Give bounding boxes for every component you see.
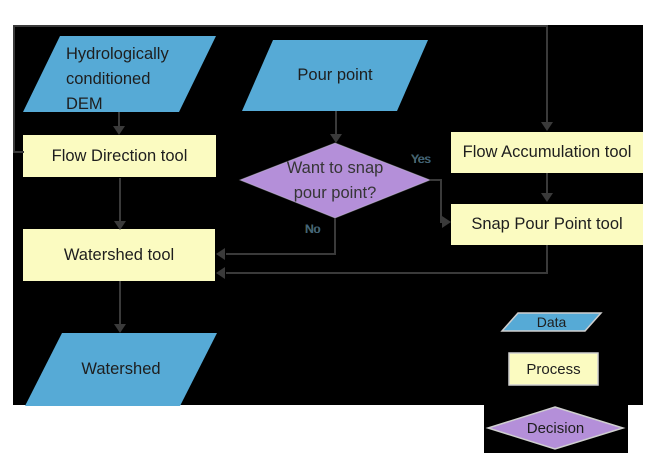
arrowheads	[113, 122, 553, 333]
connectors	[13, 25, 548, 324]
arrowhead-into-watershed-tool-right-no	[216, 248, 225, 260]
node-dem-parallelogram	[23, 36, 216, 112]
node-snap-pour-point-rect	[451, 204, 643, 245]
edge-flow-direction-to-flow-accumulation	[13, 25, 548, 153]
arrowhead-into-watershed-tool-top	[114, 221, 126, 230]
legend-decision-diamond	[485, 406, 626, 450]
legend-process-rect	[508, 352, 599, 386]
node-watershed-parallelogram	[25, 333, 217, 406]
arrowhead-into-watershed-tool-right-snap	[216, 267, 225, 279]
arrowhead-into-flow-direction	[113, 126, 125, 135]
edge-snap-pour-point-to-watershed-tool	[226, 245, 548, 274]
arrowhead-into-snap-pour-point-left	[442, 216, 451, 228]
arrowhead-into-decision	[330, 134, 342, 143]
node-flow-accumulation-rect	[451, 132, 643, 173]
edge-decision-no-to-watershed-tool	[226, 218, 336, 255]
arrowhead-into-snap-pour-point-top	[541, 193, 553, 202]
node-watershed-tool-rect	[23, 229, 215, 281]
arrowhead-into-watershed	[114, 324, 126, 333]
node-pour-point-parallelogram	[242, 40, 428, 111]
node-flow-direction-rect	[23, 135, 216, 177]
legend-data-parallelogram	[500, 312, 603, 332]
arrowhead-into-flow-accumulation	[541, 122, 553, 131]
